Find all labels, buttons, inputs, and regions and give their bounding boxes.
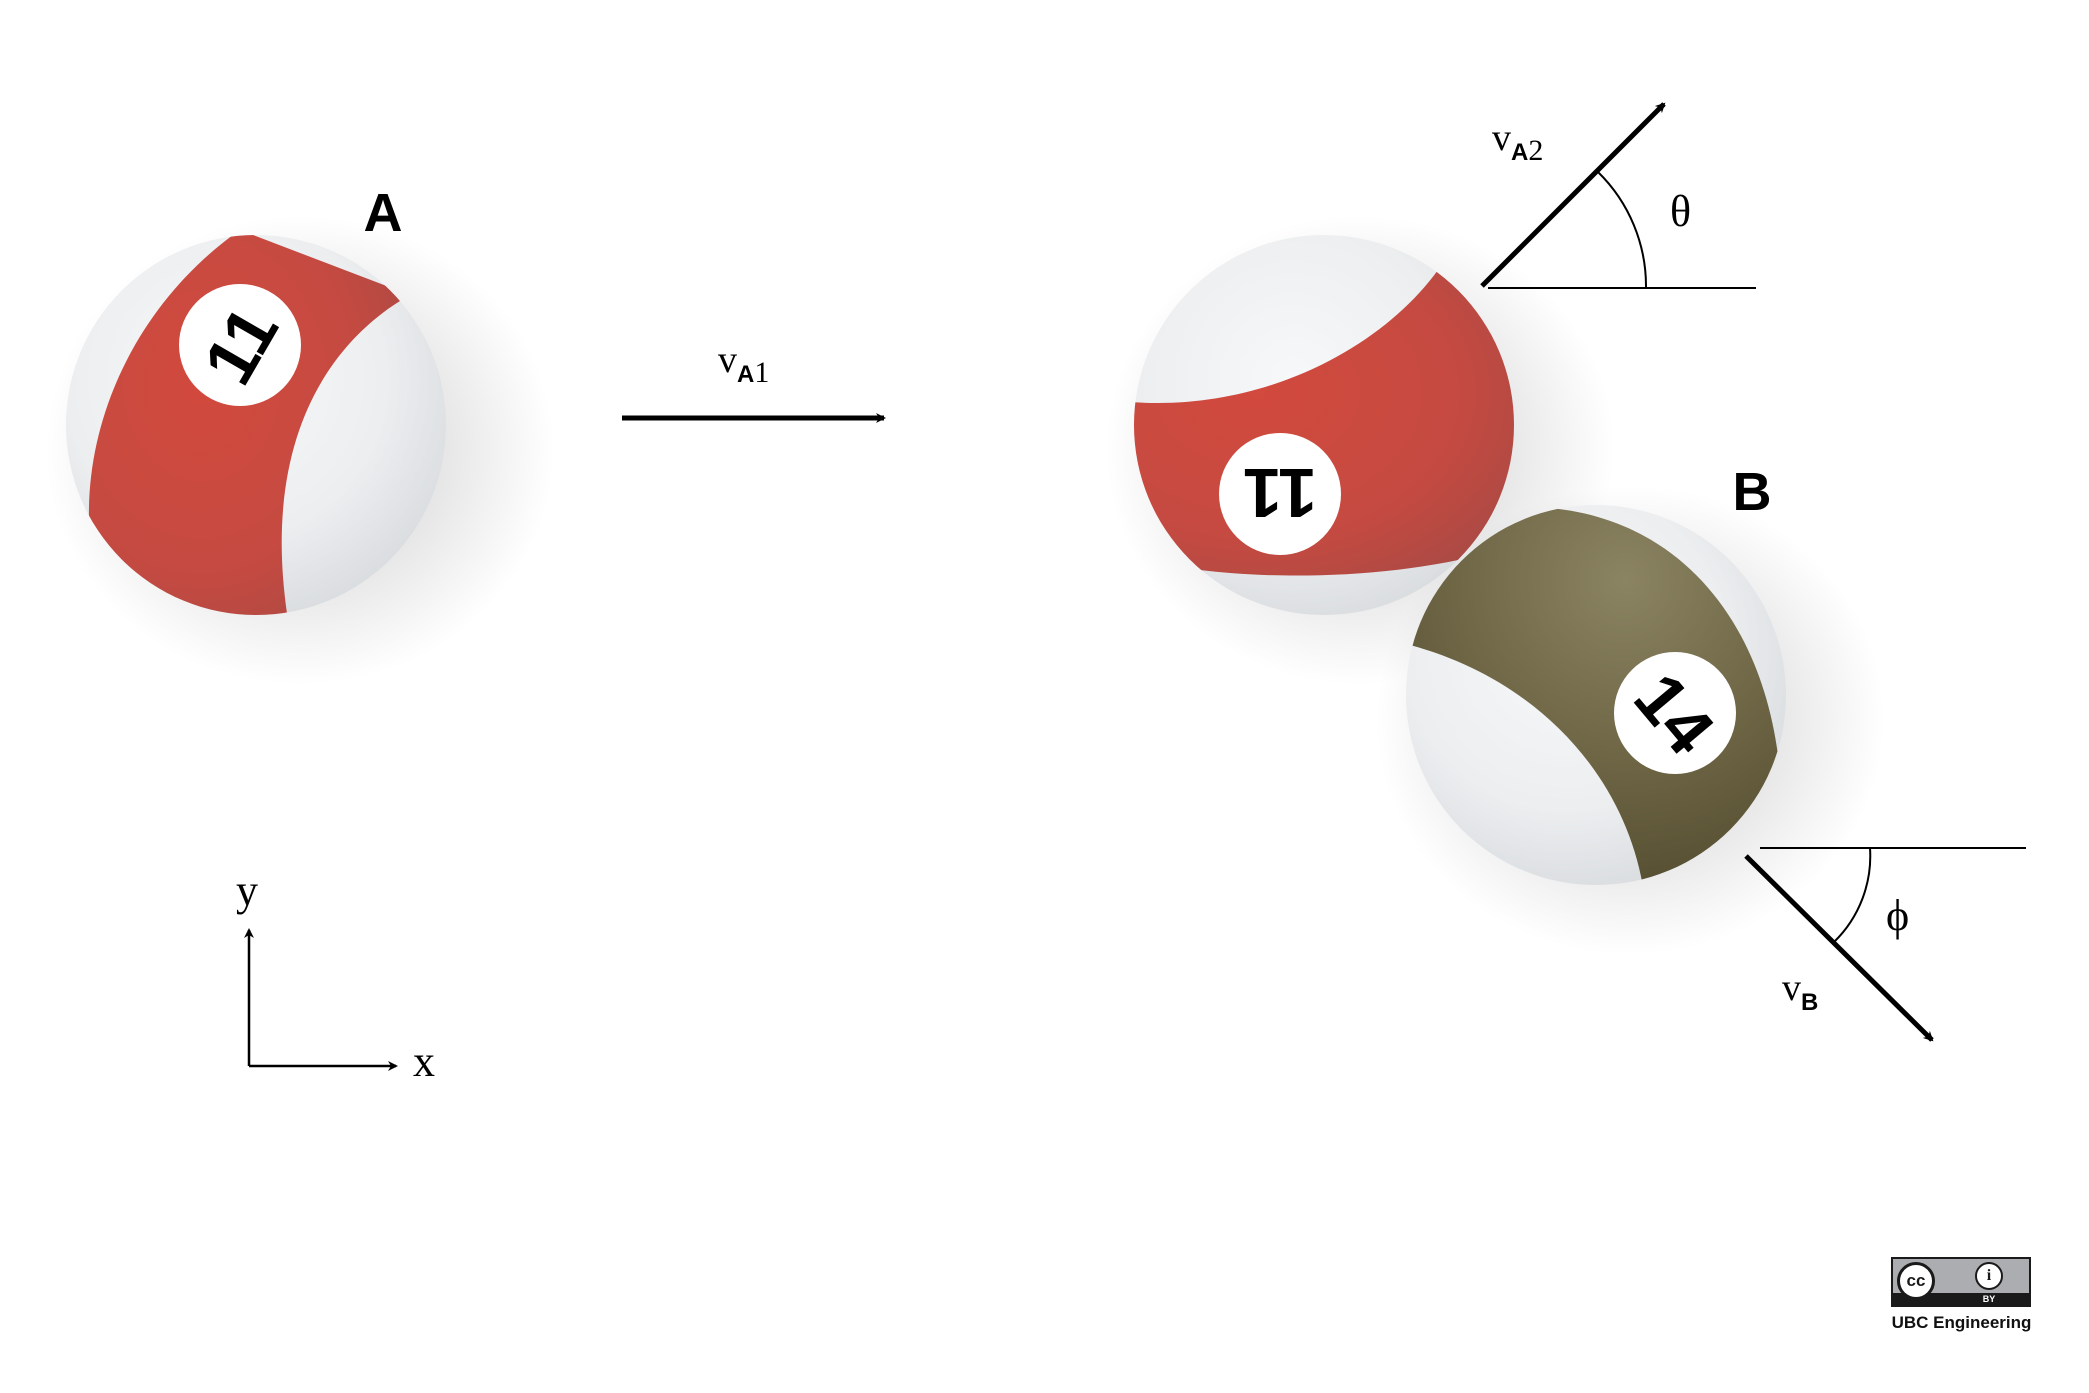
ball-b-number-disc [1614, 652, 1736, 774]
attribution-person-icon: i [1975, 1262, 2003, 1290]
ball-a-label: A [364, 183, 403, 243]
phi-arc [1833, 847, 1872, 943]
phi-label: ϕ [1886, 891, 1909, 940]
va2-arrow [1480, 102, 1666, 288]
va1-label: vA1 [718, 339, 769, 389]
ball-a-stripe [89, 235, 410, 615]
x-axis-label: x [413, 1037, 435, 1086]
vb-arrow [1744, 854, 1934, 1042]
ball-a-after-number-disc [1219, 433, 1341, 555]
ball-a-after-stripe [1134, 270, 1514, 576]
credit-text: UBC Engineering [1891, 1313, 2032, 1332]
y-axis-label: y [236, 866, 258, 915]
ball-b-label: B [1733, 462, 1772, 522]
coordinate-axes: x y [236, 866, 435, 1086]
badge-by-label: BY [1982, 1294, 1996, 1304]
theta-label: θ [1670, 187, 1691, 236]
cc-by-license-badge[interactable]: cc i BY [1891, 1257, 2031, 1307]
velocity-vb: ϕ vB [1744, 847, 2026, 1042]
ball-a-after-number: 11 [1243, 454, 1317, 532]
cc-icon: cc [1897, 1262, 1935, 1300]
ball-b: 14 [1375, 485, 1885, 955]
va2-label: vA2 [1492, 117, 1543, 167]
ball-b-stripe [1410, 505, 1786, 885]
vb-label: vB [1782, 967, 1818, 1016]
ball-a-before: 11 [45, 215, 555, 685]
theta-arc [1597, 171, 1648, 289]
velocity-va1: vA1 [622, 339, 886, 423]
velocity-va2: θ vA2 [1480, 102, 1756, 289]
ball-a-number-disc [179, 284, 301, 406]
